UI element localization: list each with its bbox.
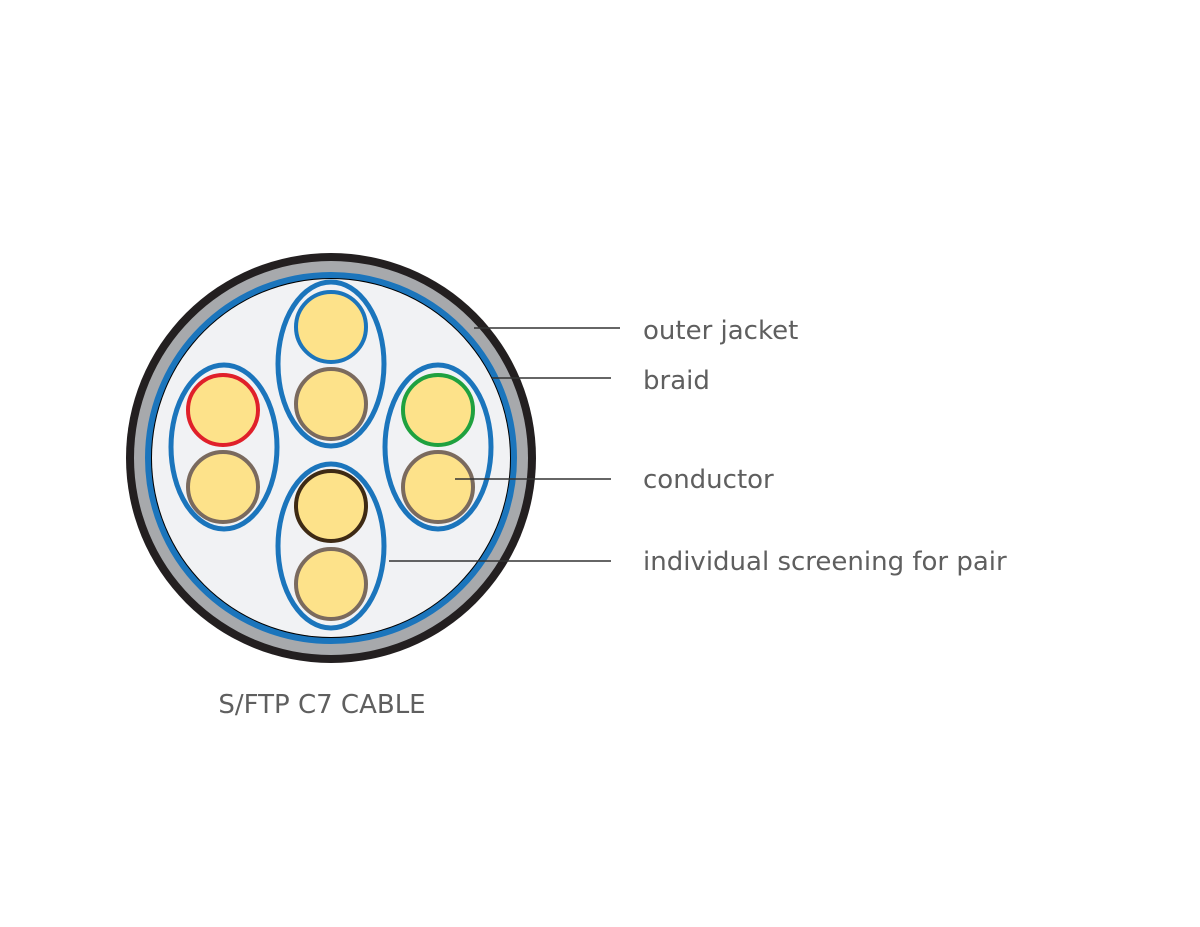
conductor-bottom-upper	[296, 471, 366, 541]
label-outer-jacket: outer jacket	[643, 316, 798, 346]
conductor-right-upper	[403, 375, 473, 445]
conductor-right-upper-insulation	[401, 373, 475, 447]
conductor-right-lower-insulation	[401, 450, 475, 524]
diagram-caption: S/FTP C7 CABLE	[218, 690, 425, 720]
conductor-right-lower	[403, 452, 473, 522]
conductor-bottom-lower	[296, 549, 366, 619]
pair-screen-bottom	[275, 461, 387, 631]
conductor-top-lower	[296, 369, 366, 439]
label-pair-screen: individual screening for pair	[643, 547, 1007, 577]
label-conductor: conductor	[643, 465, 774, 495]
conductor-left-lower-insulation	[186, 450, 260, 524]
conductor-bottom-upper-insulation	[294, 469, 368, 543]
label-braid: braid	[643, 366, 710, 396]
conductor-left-upper	[188, 375, 258, 445]
conductor-top-upper	[296, 292, 366, 362]
conductor-top-lower-insulation	[294, 367, 368, 441]
conductor-left-lower	[188, 452, 258, 522]
pair-screen-left	[168, 362, 280, 532]
pair-screen-right	[382, 362, 494, 532]
conductor-top-upper-insulation	[294, 290, 368, 364]
pair-screen-top	[275, 279, 387, 449]
conductor-bottom-lower-insulation	[294, 547, 368, 621]
conductor-left-upper-insulation	[186, 373, 260, 447]
